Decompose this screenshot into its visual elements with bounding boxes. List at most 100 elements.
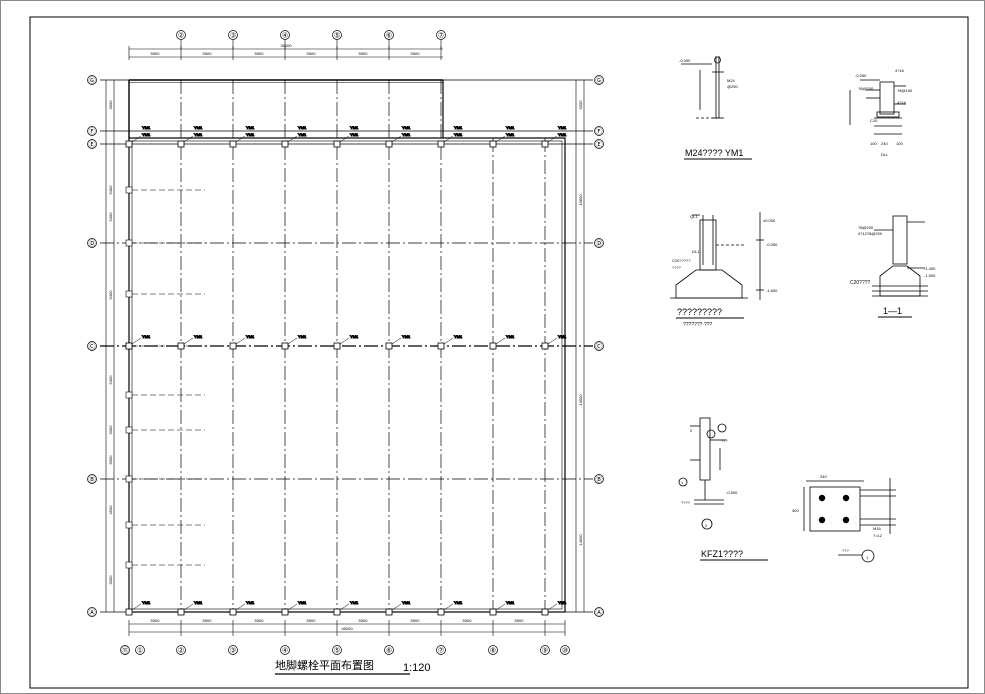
left-axis-D-circle bbox=[87, 238, 97, 248]
right-axis-D-circle bbox=[594, 238, 604, 248]
right-axis-A: Ⓐ bbox=[596, 609, 603, 617]
bottom-span-dim-0: 5500 bbox=[151, 618, 161, 623]
left-dim-8: 3000 bbox=[108, 575, 113, 585]
footing-label-4: ±0.000 bbox=[763, 218, 776, 223]
bottom-axis-6-circle bbox=[384, 645, 394, 655]
bottom-axis-0: ⑪ bbox=[122, 647, 129, 655]
bottom-axis-8: ⑧ bbox=[490, 647, 496, 655]
left-dim-7: 4500 bbox=[108, 505, 113, 515]
bottom-axis-0-circle bbox=[120, 645, 130, 655]
bolt-2-7 bbox=[489, 608, 497, 616]
bolt-0-8-label: YM1 bbox=[558, 132, 567, 137]
left-axis-E: Ⓔ bbox=[89, 141, 96, 149]
dimension-lines bbox=[105, 46, 585, 636]
left-dim-3: 5400 bbox=[108, 290, 113, 300]
bolt-1-6-leader bbox=[443, 337, 454, 345]
plan-title: 地脚螺栓平面布置图 bbox=[275, 658, 374, 672]
bottom-axis-2: ② bbox=[178, 647, 184, 655]
right-dim-0: 6000 bbox=[578, 100, 583, 110]
right-axis-C-circle bbox=[594, 341, 604, 351]
bolt-2-7-leader bbox=[495, 603, 506, 611]
bolt-1-2 bbox=[229, 342, 237, 350]
bottom-axis-10-circle bbox=[560, 645, 570, 655]
kfz-label-0: 2 bbox=[690, 428, 693, 433]
top-axis-0: ② bbox=[178, 32, 184, 40]
bolt-f-6-label: YM1 bbox=[454, 125, 463, 130]
section-label-1: -1.400 bbox=[924, 266, 936, 271]
bolt-0-7 bbox=[489, 140, 497, 148]
bolt-2-3-label: YM1 bbox=[298, 600, 307, 605]
section-label-0: C20???? bbox=[850, 280, 871, 286]
kfz-detail bbox=[678, 417, 727, 530]
left-axis-G: Ⓖ bbox=[89, 77, 96, 85]
bolt-f-7-label: YM1 bbox=[506, 125, 515, 130]
bolt-0-8-leader bbox=[547, 135, 558, 143]
right-axis-B: Ⓑ bbox=[596, 476, 603, 484]
bolt-0-2 bbox=[229, 140, 237, 148]
dll-dim-4: 4?16 bbox=[897, 100, 907, 105]
left-axis-C: Ⓒ bbox=[89, 343, 96, 351]
left-axis-A-circle bbox=[87, 607, 97, 617]
left-column-5 bbox=[125, 426, 133, 434]
left-column-6 bbox=[125, 475, 133, 483]
bolt-1-0-label: YM1 bbox=[142, 334, 151, 339]
bolt-2-1-label: YM1 bbox=[194, 600, 203, 605]
bolt-2-5-leader bbox=[391, 603, 402, 611]
bolt-2-6 bbox=[437, 608, 445, 616]
dll-detail bbox=[849, 79, 906, 135]
left-dim-5: 3000 bbox=[108, 425, 113, 435]
bottom-axis-4: ④ bbox=[282, 647, 288, 655]
left-column-8 bbox=[125, 561, 133, 569]
left-dim-2: 5400 bbox=[108, 212, 113, 222]
bolt-2-8 bbox=[541, 608, 549, 616]
top-axis-4-circle bbox=[384, 30, 394, 40]
bolt-1-4-leader bbox=[339, 337, 350, 345]
bolt-0-6-leader bbox=[443, 135, 454, 143]
bolt-1-2-label: YM1 bbox=[246, 334, 255, 339]
bottom-axis-9: ⑨ bbox=[542, 647, 548, 655]
top-span-dim-4: 5500 bbox=[359, 51, 369, 56]
section-label-3: ?8@200 bbox=[858, 225, 874, 230]
bolt-0-4-leader bbox=[339, 135, 350, 143]
left-axis-F: Ⓕ bbox=[89, 128, 96, 136]
bolt-2-4-leader bbox=[339, 603, 350, 611]
bolt-0-4-label: YM1 bbox=[350, 132, 359, 137]
bolt-0-3-label: YM1 bbox=[298, 132, 307, 137]
bolt-0-2-leader bbox=[235, 135, 246, 143]
bolt-0-1-label: YM1 bbox=[194, 132, 203, 137]
dll-dim-1: -0.050 bbox=[855, 73, 867, 78]
left-dim-1: 5400 bbox=[108, 185, 113, 195]
bolt-0-4 bbox=[333, 140, 341, 148]
bolt-1-2-leader bbox=[235, 337, 246, 345]
bottom-axis-4-circle bbox=[280, 645, 290, 655]
bolt-f-4-label: YM1 bbox=[350, 125, 359, 130]
bolt-0-3-leader bbox=[287, 135, 298, 143]
bottom-axis-3: ③ bbox=[230, 647, 236, 655]
right-axis-F: Ⓕ bbox=[596, 128, 603, 136]
bottom-axis-2-circle bbox=[176, 645, 186, 655]
bolt-1-4 bbox=[333, 342, 341, 350]
kfz-label-3: ???? bbox=[681, 500, 691, 505]
top-total-dim: 30000 bbox=[280, 43, 292, 48]
bottom-axis-7-circle bbox=[436, 645, 446, 655]
bottom-axis-6: ⑥ bbox=[386, 647, 392, 655]
top-span-dim-0: 5500 bbox=[151, 51, 161, 56]
bolt-2-1-leader bbox=[183, 603, 194, 611]
left-axis-C-circle bbox=[87, 341, 97, 351]
dll-dim-7: 240 bbox=[881, 141, 888, 146]
bottom-span-dim-2: 5500 bbox=[255, 618, 265, 623]
bolt-2-6-leader bbox=[443, 603, 454, 611]
bottom-axis-1-circle bbox=[135, 645, 145, 655]
top-span-dim-3: 5500 bbox=[307, 51, 317, 56]
left-axis-E-circle bbox=[87, 139, 97, 149]
top-axis-1-circle bbox=[228, 30, 238, 40]
bottom-axis-1: ① bbox=[137, 647, 143, 655]
right-dim-3: 14000 bbox=[578, 534, 583, 546]
dll-label: DLL bbox=[881, 152, 889, 157]
section-label-2: -1.900 bbox=[924, 273, 936, 278]
bolt-2-2-label: YM1 bbox=[246, 600, 255, 605]
